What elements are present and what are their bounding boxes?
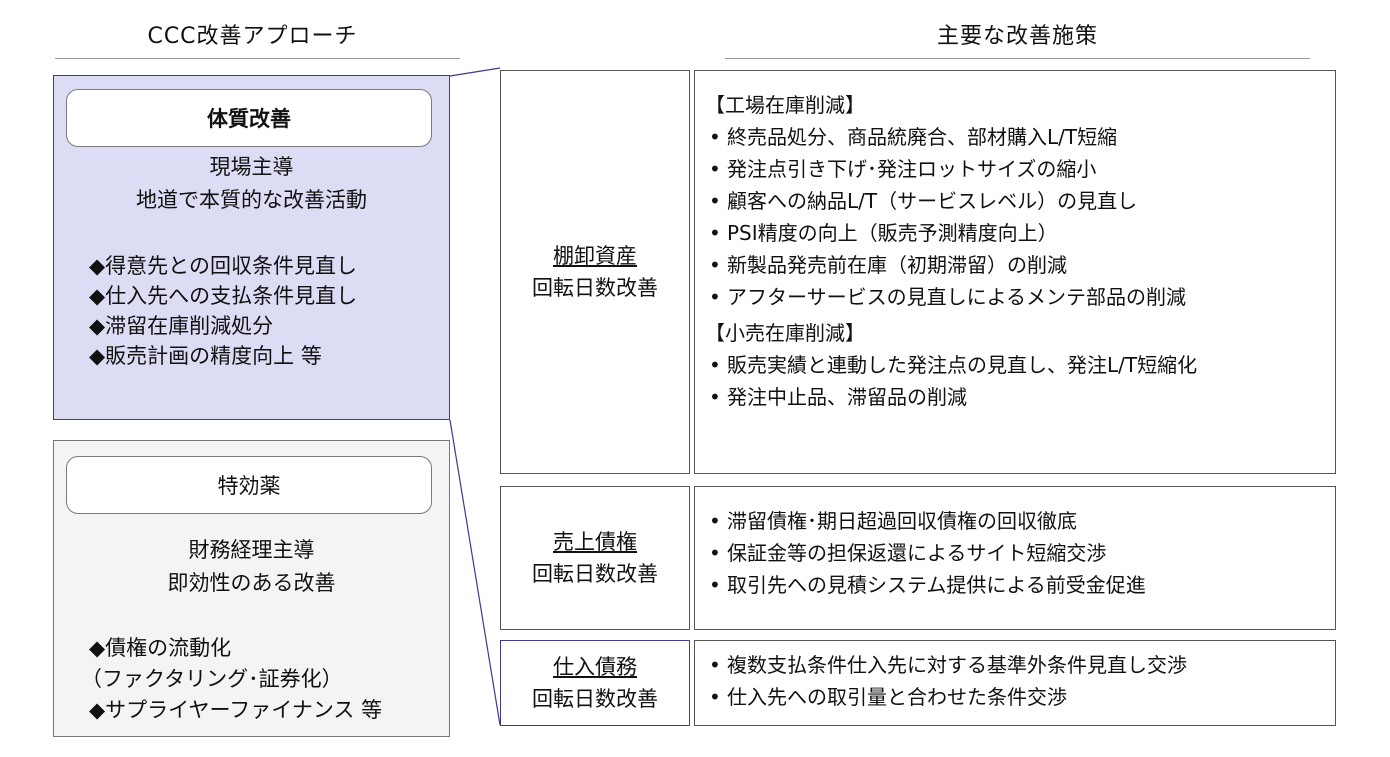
- payables-list: 複数支払条件仕入先に対する基準外条件見直し交渉 仕入先への取引量と合わせた条件交…: [705, 649, 1335, 713]
- category-inventory-sublabel: 回転日数改善: [532, 276, 658, 300]
- category-inventory-label: 棚卸資産: [553, 244, 637, 268]
- category-receivables-label: 売上債権: [553, 530, 637, 554]
- category-payables: 仕入債務 回転日数改善: [500, 640, 690, 726]
- approach-constitution-title: 体質改善: [66, 89, 432, 147]
- approach-bullet: ◆滞留在庫削減処分: [89, 314, 274, 338]
- list-item: 滞留債権･期日超過回収債権の回収徹底: [705, 505, 1335, 537]
- list-item: 販売実績と連動した発注点の見直し、発注L/T短縮化: [705, 349, 1335, 381]
- approach-quickfix-panel: 特効薬 財務経理主導 即効性のある改善 ◆債権の流動化 （ファクタリング･証券化…: [53, 440, 450, 737]
- connector-top: [449, 67, 501, 77]
- inventory-section-retail-list: 販売実績と連動した発注点の見直し、発注L/T短縮化 発注中止品、滞留品の削減: [705, 349, 1335, 413]
- payables-measures: 複数支払条件仕入先に対する基準外条件見直し交渉 仕入先への取引量と合わせた条件交…: [694, 640, 1336, 726]
- approach-constitution-line: 地道で本質的な改善活動: [136, 188, 367, 212]
- category-receivables-sublabel: 回転日数改善: [532, 562, 658, 586]
- category-payables-sublabel: 回転日数改善: [532, 687, 658, 711]
- approach-quickfix-line: 即効性のある改善: [167, 571, 336, 595]
- list-item: 仕入先への取引量と合わせた条件交渉: [705, 681, 1335, 713]
- inventory-section-factory-list: 終売品処分、商品統廃合、部材購入L/T短縮 発注点引き下げ･発注ロットサイズの縮…: [705, 121, 1335, 313]
- list-item: 発注点引き下げ･発注ロットサイズの縮小: [705, 153, 1335, 185]
- right-header-rule: [725, 58, 1310, 59]
- inventory-section-factory-title: 【工場在庫削減】: [705, 93, 865, 117]
- inventory-section-retail-title: 【小売在庫削減】: [705, 321, 865, 345]
- left-header-rule: [55, 58, 460, 59]
- receivables-list: 滞留債権･期日超過回収債権の回収徹底 保証金等の担保返還によるサイト短縮交渉 取…: [705, 505, 1335, 601]
- category-inventory: 棚卸資産 回転日数改善: [500, 70, 690, 474]
- list-item: 終売品処分、商品統廃合、部材購入L/T短縮: [705, 121, 1335, 153]
- list-item: 保証金等の担保返還によるサイト短縮交渉: [705, 537, 1335, 569]
- left-header: CCC改善アプローチ: [147, 24, 358, 49]
- approach-quickfix-title: 特効薬: [66, 456, 432, 514]
- list-item: 発注中止品、滞留品の削減: [705, 381, 1335, 413]
- approach-bullet: ◆債権の流動化: [89, 636, 232, 660]
- category-receivables: 売上債権 回転日数改善: [500, 486, 690, 630]
- approach-bullet: ◆販売計画の精度向上 等: [89, 344, 322, 368]
- inventory-measures: 【工場在庫削減】 終売品処分、商品統廃合、部材購入L/T短縮 発注点引き下げ･発…: [694, 70, 1336, 474]
- approach-bullet: （ファクタリング･証券化）: [81, 667, 343, 691]
- receivables-measures: 滞留債権･期日超過回収債権の回収徹底 保証金等の担保返還によるサイト短縮交渉 取…: [694, 486, 1336, 630]
- category-payables-label: 仕入債務: [553, 655, 637, 679]
- list-item: アフターサービスの見直しによるメンテ部品の削減: [705, 281, 1335, 313]
- approach-bullet: ◆サプライヤーファイナンス 等: [89, 698, 383, 722]
- approach-bullet: ◆得意先との回収条件見直し: [89, 254, 357, 278]
- list-item: 新製品発売前在庫（初期滞留）の削減: [705, 249, 1335, 281]
- approach-constitution-description: 現場主導 地道で本質的な改善活動: [54, 151, 449, 217]
- right-header: 主要な改善施策: [936, 24, 1098, 49]
- list-item: PSI精度の向上（販売予測精度向上）: [705, 217, 1335, 249]
- approach-constitution-line: 現場主導: [209, 155, 294, 179]
- approach-quickfix-bullets: ◆債権の流動化 （ファクタリング･証券化） ◆サプライヤーファイナンス 等: [81, 633, 449, 726]
- approach-quickfix-description: 財務経理主導 即効性のある改善: [54, 534, 449, 600]
- approach-bullet: ◆仕入先への支払条件見直し: [89, 284, 358, 308]
- list-item: 複数支払条件仕入先に対する基準外条件見直し交渉: [705, 649, 1335, 681]
- connector-bottom: [449, 419, 501, 726]
- list-item: 顧客への納品L/T（サービスレベル）の見直し: [705, 185, 1335, 217]
- approach-constitution-panel: 体質改善 現場主導 地道で本質的な改善活動 ◆得意先との回収条件見直し ◆仕入先…: [53, 75, 450, 420]
- list-item: 取引先への見積システム提供による前受金促進: [705, 569, 1335, 601]
- approach-quickfix-line: 財務経理主導: [188, 538, 315, 562]
- approach-constitution-bullets: ◆得意先との回収条件見直し ◆仕入先への支払条件見直し ◆滞留在庫削減処分 ◆販…: [89, 251, 449, 371]
